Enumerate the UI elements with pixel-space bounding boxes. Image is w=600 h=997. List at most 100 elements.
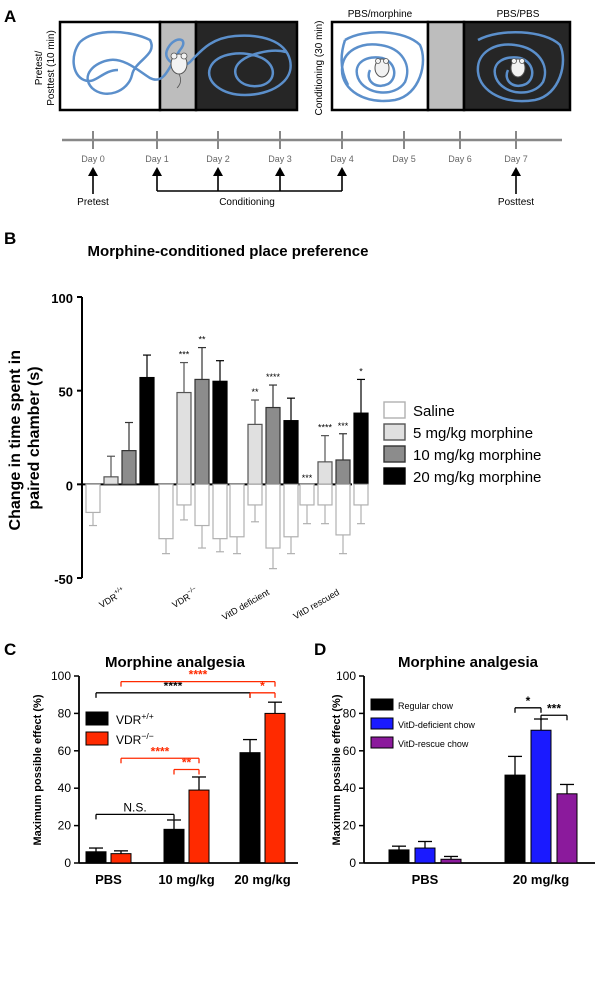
- bar: [103, 476, 119, 485]
- y-tick-label: 0: [349, 856, 356, 870]
- day-label: Day 2: [206, 154, 230, 164]
- legend-swatch: [383, 401, 406, 419]
- panel-c-label: C: [4, 640, 16, 659]
- significance-label: ****: [318, 423, 333, 433]
- bar: [110, 853, 132, 864]
- mouse-icon: [374, 58, 390, 78]
- bar: [264, 712, 286, 864]
- legend-label: 5 mg/kg morphine: [413, 425, 533, 442]
- legend-label: 10 mg/kg morphine: [413, 447, 541, 464]
- posttest-label: Posttest: [498, 197, 534, 208]
- pretest-label-line-1: Pretest/: [34, 51, 45, 86]
- bar: [158, 483, 174, 540]
- bar: [556, 793, 578, 864]
- legend-swatch: [383, 467, 406, 485]
- x-tick-label: VitD deficient: [220, 587, 271, 622]
- significance-label: N.S.: [123, 800, 146, 814]
- y-tick-label: 60: [343, 744, 357, 758]
- day-label: Day 6: [448, 154, 472, 164]
- panel-b-label: B: [4, 229, 16, 248]
- x-tick-label: VDR−/−: [169, 585, 200, 610]
- day-label: Day 1: [145, 154, 169, 164]
- pretest-label: Pretest: [77, 197, 109, 208]
- y-tick-label: 20: [343, 819, 357, 833]
- posttest-arrow: [511, 167, 521, 194]
- bar: [194, 378, 210, 485]
- conditioning-box-right-label: PBS/PBS: [497, 9, 540, 20]
- legend-label: VDR+/+: [116, 711, 154, 727]
- legend-label: VDR−/−: [116, 731, 154, 747]
- bar: [335, 459, 351, 485]
- legend-swatch: [383, 445, 406, 463]
- bar: [176, 391, 192, 485]
- y-tick-label: -50: [54, 572, 73, 587]
- chart-c-title: Morphine analgesia: [105, 654, 246, 671]
- bar: [504, 774, 526, 864]
- conditioning-box: PBS/morphine PBS/PBS: [330, 9, 572, 112]
- day-label: Day 3: [268, 154, 292, 164]
- bar: [139, 376, 155, 485]
- day-label: Day 0: [81, 154, 105, 164]
- bar: [121, 450, 137, 485]
- saline-bar: [212, 483, 228, 540]
- significance-label: *: [359, 366, 363, 376]
- y-tick-label: 100: [51, 669, 71, 683]
- significance-label: ***: [338, 421, 349, 431]
- panel-a-label: A: [4, 7, 16, 26]
- significance-label: ****: [266, 372, 281, 382]
- legend-swatch: [383, 423, 406, 441]
- legend-label: Regular chow: [398, 701, 454, 711]
- panel-d-label: D: [314, 640, 326, 659]
- significance-label: *: [260, 679, 265, 693]
- panel-d: D Morphine analgesia Maximum possible ef…: [314, 640, 595, 887]
- bar: [283, 420, 299, 485]
- chart-d-ylabel: Maximum possible effect (%): [331, 694, 343, 845]
- pretest-label-line-2: Posttest (10 min): [46, 30, 57, 106]
- panel-b: B Morphine-conditioned place preference …: [4, 229, 541, 622]
- y-tick-label: 40: [58, 781, 72, 795]
- saline-bar: [353, 483, 369, 506]
- legend-swatch: [370, 698, 394, 711]
- significance-label: ***: [302, 473, 313, 483]
- bar: [239, 752, 261, 864]
- significance-label: **: [251, 387, 259, 397]
- bar: [163, 828, 185, 864]
- legend-label: VitD-rescue chow: [398, 739, 469, 749]
- chart-d-title: Morphine analgesia: [398, 654, 539, 671]
- legend-swatch: [370, 717, 394, 730]
- chart-b-ylabel: Change in time spent in paired chamber (…: [7, 346, 43, 531]
- mouse-icon: [510, 58, 526, 78]
- legend-label: Saline: [413, 403, 455, 420]
- mouse-icon: [170, 52, 188, 89]
- saline-bar: [247, 483, 263, 506]
- saline-bar: [194, 483, 210, 527]
- bar: [247, 423, 263, 485]
- legend-swatch: [85, 711, 109, 726]
- x-tick-label: PBS: [412, 872, 439, 887]
- legend-swatch: [370, 736, 394, 749]
- y-tick-label: 0: [64, 856, 71, 870]
- y-tick-label: 100: [51, 291, 73, 306]
- panel-c: C Morphine analgesia Maximum possible ef…: [4, 640, 298, 887]
- conditioning-box-left-label: PBS/morphine: [348, 9, 413, 20]
- conditioning-bracket: [152, 167, 347, 192]
- bar: [440, 858, 462, 864]
- y-tick-label: 0: [66, 478, 73, 493]
- x-tick-label: 20 mg/kg: [513, 872, 569, 887]
- significance-label: ****: [151, 744, 170, 758]
- mouse-track-path-right: [476, 31, 565, 103]
- bar: [229, 483, 245, 538]
- y-tick-label: 60: [58, 744, 72, 758]
- y-tick-label: 100: [336, 669, 356, 683]
- bar: [188, 789, 210, 864]
- y-tick-label: 50: [59, 385, 73, 400]
- bar: [317, 461, 333, 485]
- y-tick-label: 40: [343, 781, 357, 795]
- chart-b-ylabel-line-1: Change in time spent in: [7, 350, 24, 530]
- x-tick-label: 20 mg/kg: [234, 872, 290, 887]
- chart-b-title: Morphine-conditioned place preference: [88, 243, 369, 260]
- legend-label: VitD-deficient chow: [398, 720, 475, 730]
- chart-b-ylabel-line-2: paired chamber (s): [26, 366, 43, 509]
